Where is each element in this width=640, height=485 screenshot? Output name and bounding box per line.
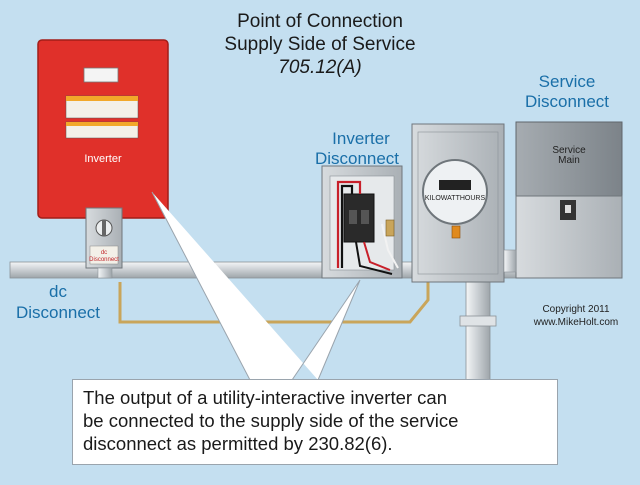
dc-disconnect-handle	[102, 220, 106, 236]
callout-caption: The output of a utility-interactive inve…	[72, 379, 558, 465]
service-disconnect-label-line1: Service	[539, 72, 596, 91]
caption-line2: be connected to the supply side of the s…	[83, 410, 459, 431]
service-main-handle	[565, 205, 571, 213]
black-conductor-out	[355, 241, 393, 275]
breaker-handle-1	[349, 210, 357, 224]
copyright-line1: Copyright 2011	[542, 304, 610, 315]
red-conductor	[336, 180, 362, 268]
grounding-wire	[118, 282, 430, 324]
service-disconnect-label-line2: Disconnect	[525, 92, 609, 111]
service-main-label-line2: Main	[558, 155, 580, 166]
meter-glass	[422, 159, 488, 225]
red-conductor-out	[363, 241, 391, 271]
meter-dials	[439, 180, 471, 190]
meter-seal	[451, 225, 461, 239]
inverter-label: Inverter	[84, 153, 122, 165]
white-conductor	[381, 223, 399, 269]
dc-disconnect-plate	[89, 245, 119, 265]
dc-plate-text-2: Disconnect	[89, 257, 119, 263]
dc-disconnect-label-line2: Disconnect	[16, 303, 100, 322]
inverter-warning-stripe-2	[66, 122, 138, 126]
riser-coupling	[459, 315, 497, 327]
title-line2: Supply Side of Service	[224, 34, 415, 55]
service-nipple	[503, 249, 517, 273]
ground-bar	[385, 219, 395, 237]
meter-text: KILOWATTHOURS	[425, 195, 486, 202]
copyright-line2: www.MikeHolt.com	[533, 317, 618, 328]
inverter-display	[83, 67, 119, 83]
dc-disconnect-label-line1: dc	[49, 282, 67, 301]
title-line3: 705.12(A)	[278, 57, 361, 78]
dc-plate-text-1: dc	[101, 250, 107, 256]
service-main-label-line1: Service	[552, 145, 586, 156]
title-line1: Point of Connection	[237, 11, 403, 32]
inverter-disconnect-label-line1: Inverter	[332, 129, 390, 148]
dc-box-nipple	[97, 267, 113, 279]
black-conductor	[340, 184, 354, 268]
caption-line1: The output of a utility-interactive inve…	[83, 387, 448, 408]
breaker-block	[343, 193, 375, 243]
meter-socket-inner	[417, 131, 499, 275]
inverter-disconnect-label-line2: Disconnect	[315, 149, 399, 168]
meter-riser-conduit	[465, 281, 491, 383]
caption-line3: disconnect as permitted by 230.82(6).	[83, 433, 393, 454]
inverter-warning-stripe	[66, 96, 138, 101]
breaker-handle-2	[361, 210, 369, 224]
